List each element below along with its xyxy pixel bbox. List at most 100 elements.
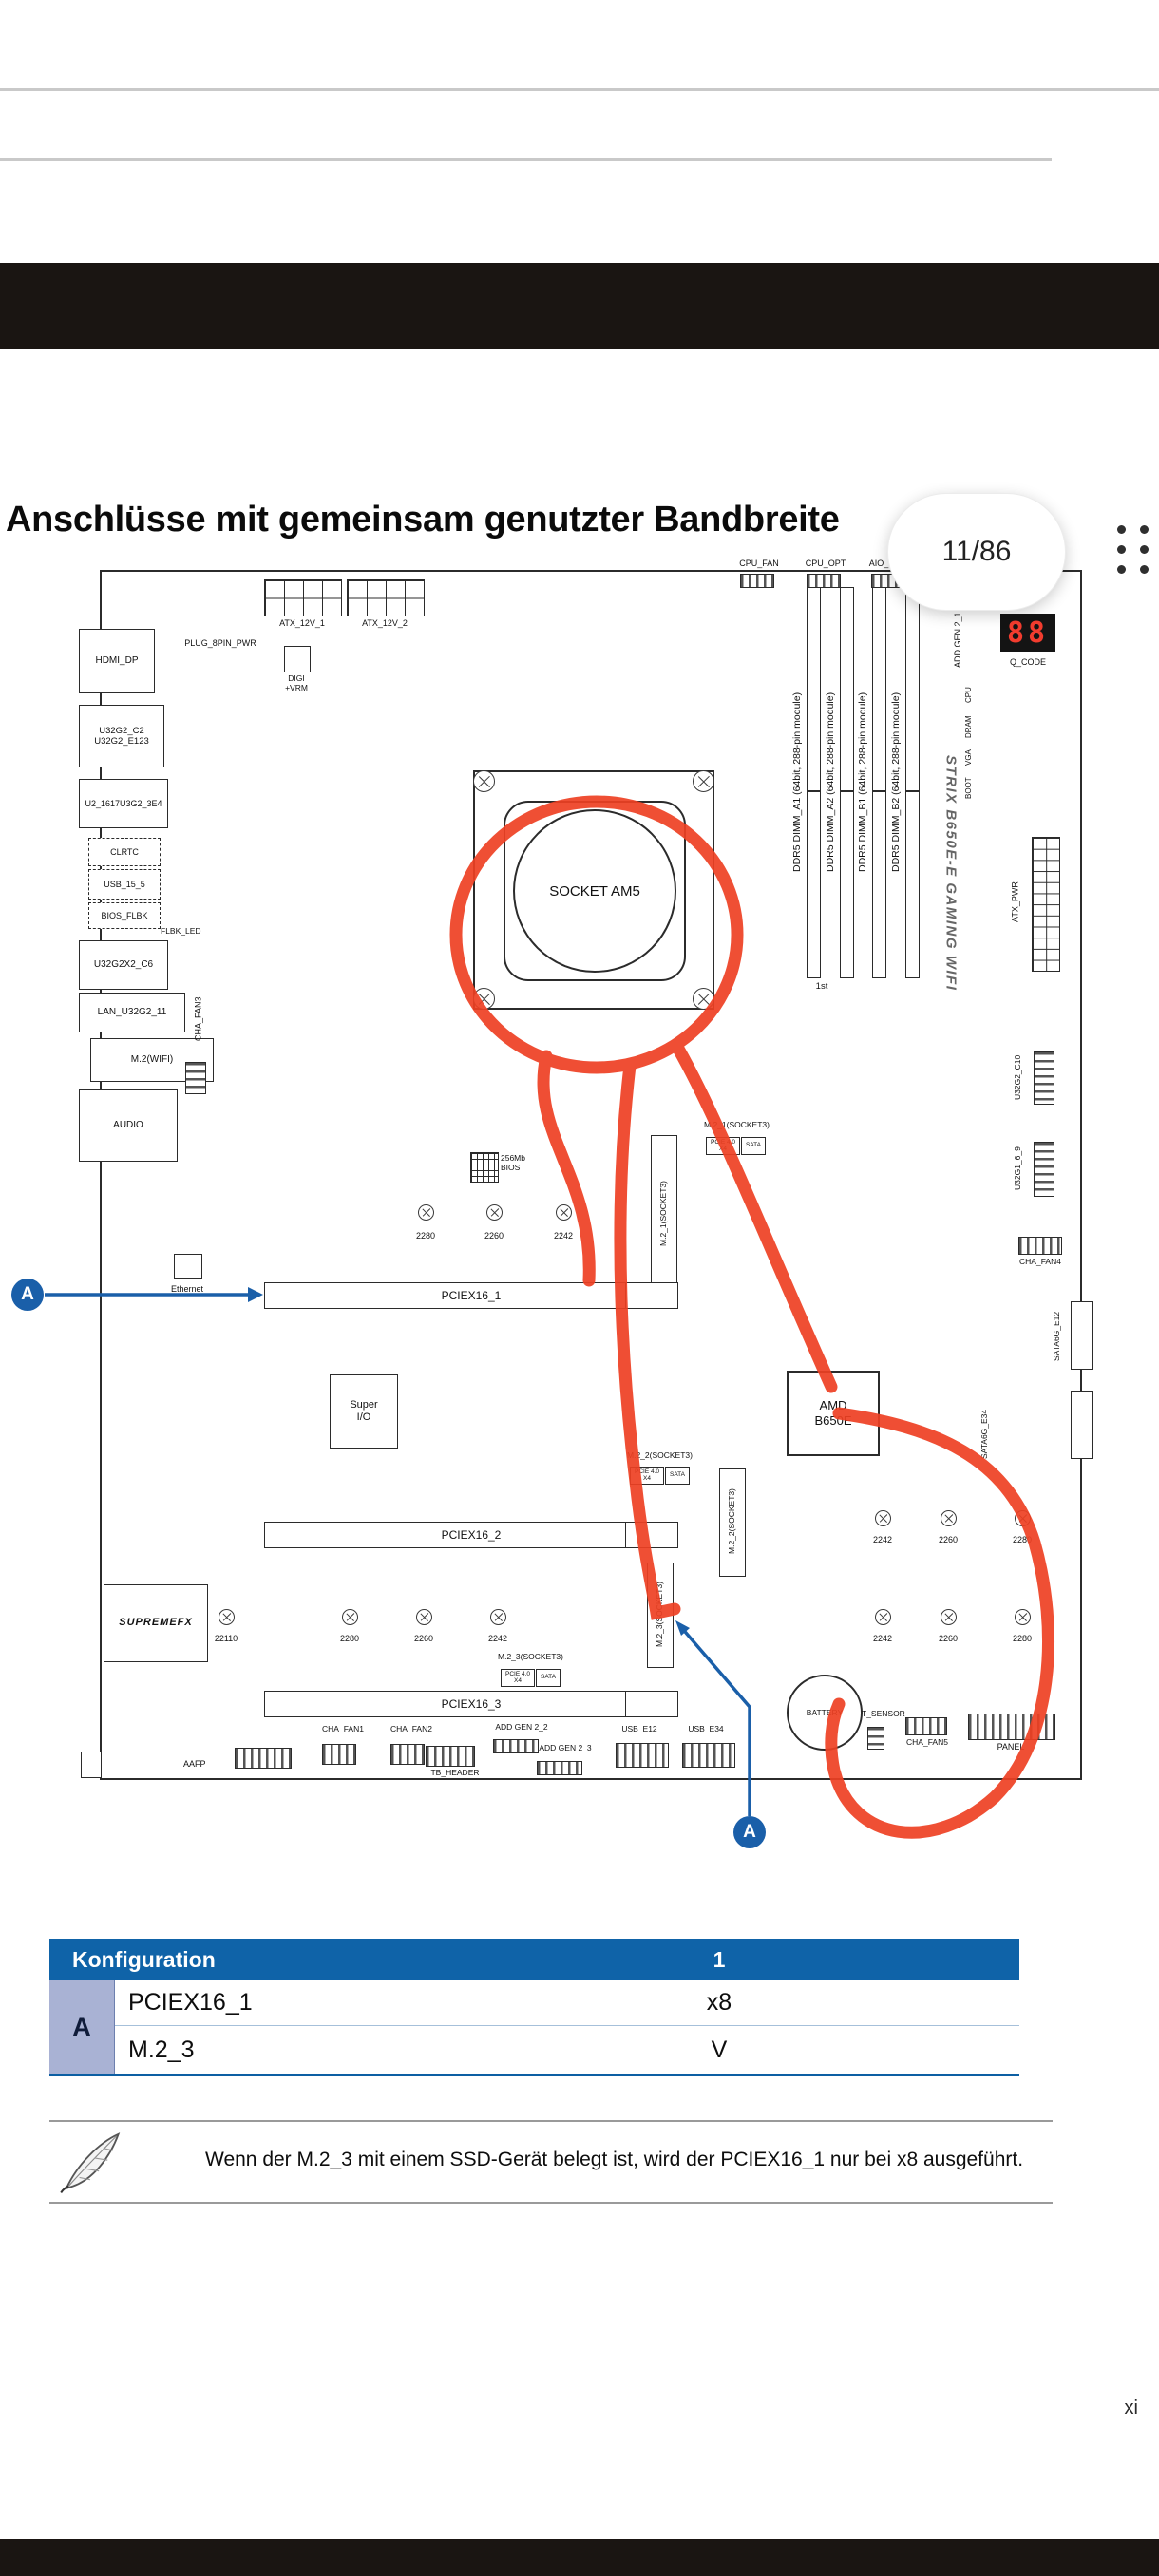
cha-fan3-header <box>185 1062 206 1094</box>
atx-12v-2-connector <box>347 579 425 616</box>
footer-page-number: xi <box>1124 2397 1138 2418</box>
dimm-b1-slot <box>872 587 886 978</box>
digi-vrm-chip <box>284 646 311 672</box>
m2-length-label: 2242 <box>872 1535 893 1544</box>
bios-flbk-button: BIOS_FLBK <box>88 902 161 929</box>
m2-length-label: 2260 <box>484 1231 504 1241</box>
edge-connector <box>81 1752 102 1778</box>
m2-standoff-icon <box>940 1609 957 1625</box>
m2-1-label: M.2_1(SOCKET3) <box>704 1120 770 1129</box>
audio-ports: AUDIO <box>79 1089 178 1162</box>
m2-standoff-icon <box>1015 1510 1031 1526</box>
add-gen-2-3-label: ADD GEN 2_3 <box>539 1743 592 1752</box>
socket-screw-icon <box>473 770 495 792</box>
dot <box>1117 545 1126 554</box>
m2-3-label: M.2_3(SOCKET3) <box>498 1652 563 1661</box>
dot <box>1140 565 1149 574</box>
m2-3-sata-mode: SATA <box>536 1669 560 1687</box>
cha-fan4-header <box>1018 1237 1062 1255</box>
usb-15-5-header: USB_15_5 <box>88 869 161 900</box>
usb-e12-header <box>616 1743 669 1768</box>
table-cell-value: V <box>419 2026 1019 2074</box>
ethernet-chip <box>174 1254 202 1279</box>
table-header-1: 1 <box>419 1939 1019 1980</box>
super-io-chip: Super I/O <box>330 1374 398 1449</box>
dimm-a2-label: DDR5 DIMM_A2 (64bit, 288-pin module) <box>825 691 836 872</box>
dimm-a1-slot <box>807 587 821 978</box>
cpu-fan-label: CPU_FAN <box>739 559 779 568</box>
m2-standoff-icon <box>218 1609 235 1625</box>
led-cpu-label: CPU <box>964 687 973 704</box>
cha-fan1-label: CHA_FAN1 <box>322 1724 364 1733</box>
atx-12v-2-label: ATX_12V_2 <box>362 618 408 628</box>
top-divider-2 <box>0 158 1052 161</box>
m2-2-sata-mode: SATA <box>665 1467 690 1485</box>
table-header-konfiguration: Konfiguration <box>49 1939 419 1980</box>
cha-fan2-label: CHA_FAN2 <box>390 1724 432 1733</box>
m2-1-slot-label: M.2_1(SOCKET3) <box>657 1181 668 1246</box>
dimm-a1-label: DDR5 DIMM_A1 (64bit, 288-pin module) <box>791 691 803 872</box>
led-boot-label: BOOT <box>964 777 973 800</box>
note-rule-top <box>49 2120 1053 2122</box>
m2-3-slot-label: M.2_3(SOCKET3) <box>654 1582 664 1647</box>
bios-chip <box>470 1152 499 1183</box>
tb-header-label: TB_HEADER <box>430 1768 480 1777</box>
panel-header <box>968 1714 1055 1740</box>
usb-e12-label: USB_E12 <box>621 1724 657 1733</box>
atx-12v-1-connector <box>264 579 342 616</box>
m2-2-pcie-mode: PCIE 4.0 X4 <box>630 1467 664 1485</box>
socket-screw-icon <box>693 988 714 1010</box>
m2-standoff-icon <box>875 1609 891 1625</box>
top-app-bar <box>0 263 1159 349</box>
m2-2-label: M.2_2(SOCKET3) <box>627 1450 693 1460</box>
socket-screw-icon <box>693 770 714 792</box>
cha-fan3-label: CHA_FAN3 <box>193 996 203 1042</box>
m2-length-label: 2260 <box>938 1634 959 1643</box>
cha-fan1-header <box>322 1744 356 1765</box>
battery: BATTERY <box>787 1675 863 1751</box>
table-cell-name: M.2_3 <box>115 2026 419 2074</box>
socket-screw-icon <box>473 988 495 1010</box>
page-indicator-bubble[interactable]: 11/86 <box>887 493 1066 611</box>
bandwidth-config-table: Konfiguration 1 A PCIEX16_1 x8 M.2_3 V <box>49 1939 1019 2076</box>
more-options-icon[interactable] <box>1117 525 1149 574</box>
m2-1-pcie-mode: PCIE 4.0 X4 <box>706 1137 740 1155</box>
clrtc-jumper: CLRTC <box>88 838 161 866</box>
table-row-group-a: A <box>49 1980 115 2074</box>
cpu-fan-header <box>740 574 774 588</box>
m2-length-label: 2242 <box>872 1634 893 1643</box>
add-gen-2-1-label: ADD GEN 2_1 <box>953 612 962 669</box>
usb-c10-connector <box>1034 1051 1054 1105</box>
atx-pwr-connector <box>1032 837 1060 972</box>
cpu-opt-header <box>807 574 841 588</box>
led-vga-label: VGA <box>964 749 973 767</box>
m2-length-label: 2280 <box>339 1634 360 1643</box>
m2-standoff-icon <box>486 1204 503 1221</box>
aafp-header <box>235 1748 292 1769</box>
q-code-display: 88 <box>1000 614 1055 652</box>
ethernet-label: Ethernet <box>170 1284 204 1294</box>
m2-length-label: 2280 <box>1012 1634 1033 1643</box>
socket-label: SOCKET AM5 <box>549 882 640 900</box>
table-cell-name: PCIEX16_1 <box>115 1980 419 2026</box>
m2-2-slot: M.2_2(SOCKET3) <box>719 1468 746 1577</box>
usb-c2-e123-ports: U32G2_C2 U32G2_E123 <box>79 705 164 767</box>
cpu-socket: SOCKET AM5 <box>473 770 714 1010</box>
page-title: Anschlüsse mit gemeinsam genutzter Bandb… <box>6 500 840 540</box>
m2-standoff-icon <box>875 1510 891 1526</box>
m2-standoff-icon <box>342 1609 358 1625</box>
dimm-a2-slot <box>840 587 854 978</box>
lan-port: LAN_U32G2_11 <box>79 993 185 1032</box>
note-text: Wenn der M.2_3 mit einem SSD-Gerät beleg… <box>205 2149 1024 2170</box>
t-sensor-header <box>867 1727 884 1750</box>
m2-length-label: 2242 <box>553 1231 574 1241</box>
note-rule-bottom <box>49 2202 1053 2204</box>
m2-standoff-icon <box>416 1609 432 1625</box>
tb-header <box>426 1746 475 1767</box>
cpu-opt-label: CPU_OPT <box>805 559 846 568</box>
top-divider-1 <box>0 88 1159 91</box>
m2-3-pcie-mode: PCIE 4.0 X4 <box>501 1669 535 1687</box>
dot <box>1117 525 1126 534</box>
m2-length-label: 22110 <box>214 1634 238 1643</box>
